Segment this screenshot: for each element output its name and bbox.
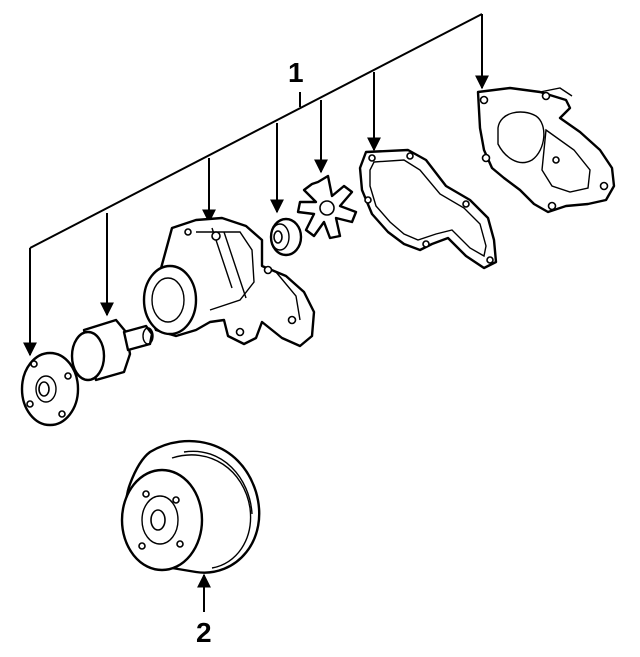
seal-part — [269, 217, 303, 257]
gasket-part — [358, 148, 498, 270]
cover-plate-part — [476, 86, 616, 214]
callout-2-label: 2 — [196, 617, 212, 648]
pump-housing-part — [142, 216, 316, 348]
callout-1-leaders — [23, 13, 489, 357]
pulley-part — [120, 439, 261, 574]
bearing-shaft-part — [70, 318, 154, 382]
flange-hub-part — [20, 351, 80, 427]
callout-1-label: 1 — [288, 57, 304, 88]
impeller-part — [296, 174, 358, 240]
